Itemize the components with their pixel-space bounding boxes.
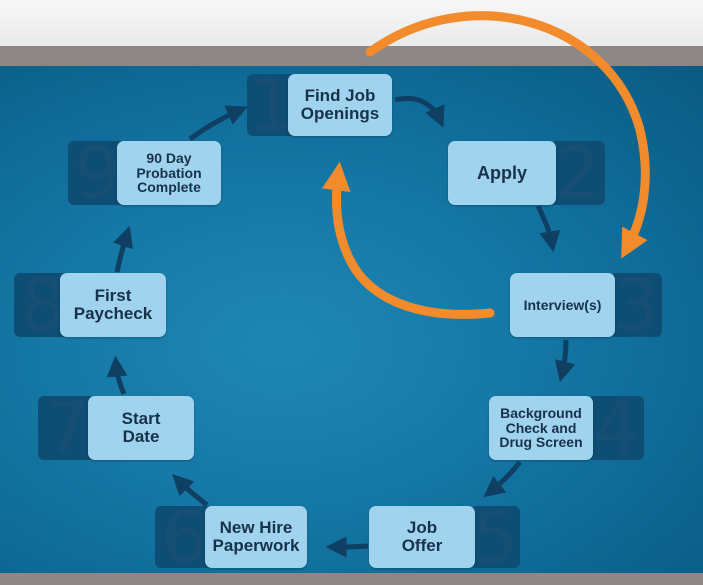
step-2-box: Apply [448,141,556,205]
step-1-number: 1 [249,74,295,136]
step-4-box: Background Check and Drug Screen [489,396,593,460]
arrow-8-to-9 [113,226,133,273]
step-9-box: 90 Day Probation Complete [117,141,221,205]
arrow-1-to-2 [394,95,445,128]
step-2-number-tab: 2 [550,141,605,205]
arrow-2-to-3 [535,204,561,253]
step-6-number: 6 [161,506,207,568]
arrow-3-to-4 [554,339,576,383]
step-8-box: First Paycheck [60,273,166,337]
step-5-number: 5 [472,506,518,568]
loop-arrow-large [365,11,650,259]
arrow-6-to-7 [172,474,209,507]
step-2-number: 2 [554,141,601,205]
step-6-box: New Hire Paperwork [205,506,307,568]
step-4-number-tab: 4 [588,396,644,460]
step-7-number: 7 [44,396,90,460]
step-8-number: 8 [20,273,66,337]
arrow-9-to-1 [188,105,248,142]
step-5-box: Job Offer [369,506,475,568]
step-4-number: 4 [593,396,639,460]
step-9-number-tab: 9 [68,141,126,205]
step-6-number-tab: 6 [155,506,213,568]
bottom-gray-strip [0,573,703,585]
step-1-box: Find Job Openings [288,74,392,136]
step-9-number: 9 [74,141,120,205]
step-3-box: Interview(s) [510,273,615,337]
loop-arrow-inner [321,161,495,319]
top-background-band [0,0,703,46]
step-1-number-tab: 1 [247,74,297,136]
step-5-number-tab: 5 [470,506,520,568]
top-gray-strip [0,46,703,66]
step-7-box: Start Date [88,396,194,460]
arrow-7-to-8 [106,355,128,396]
step-7-number-tab: 7 [38,396,96,460]
arrow-4-to-5 [483,460,522,498]
step-3-number: 3 [613,273,659,337]
step-3-number-tab: 3 [610,273,662,337]
arrow-5-to-6 [325,536,369,558]
